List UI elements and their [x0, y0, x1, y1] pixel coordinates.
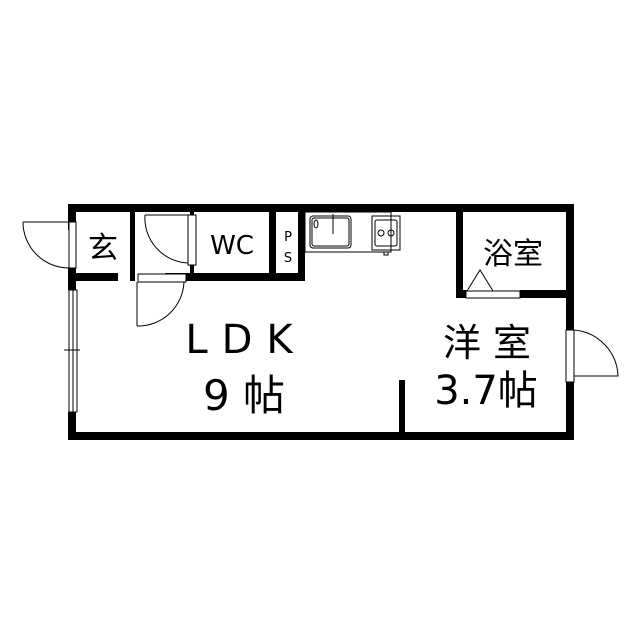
kitchen-counter: [304, 211, 401, 256]
wc-label: WC: [210, 231, 254, 261]
wc-door[interactable]: [144, 214, 197, 266]
ldk-label: LDK: [185, 317, 306, 363]
stove-icon: [371, 215, 401, 256]
western-room-size: 3.7帖: [434, 368, 538, 414]
ps-label-p: P: [284, 230, 292, 245]
walls: [68, 204, 574, 440]
sink-icon: [309, 215, 352, 249]
bath-door[interactable]: [465, 269, 521, 299]
western-room-door[interactable]: [565, 329, 619, 383]
bath-label: 浴室: [483, 237, 543, 272]
hall-door[interactable]: [136, 273, 187, 327]
entrance-door[interactable]: [22, 221, 77, 269]
ldk-size: 9 帖: [203, 371, 285, 420]
genkan-label: 玄: [88, 231, 118, 266]
ps-label-s: S: [284, 251, 292, 266]
window-left: [64, 289, 80, 413]
western-room-label: 洋 室: [443, 321, 531, 365]
